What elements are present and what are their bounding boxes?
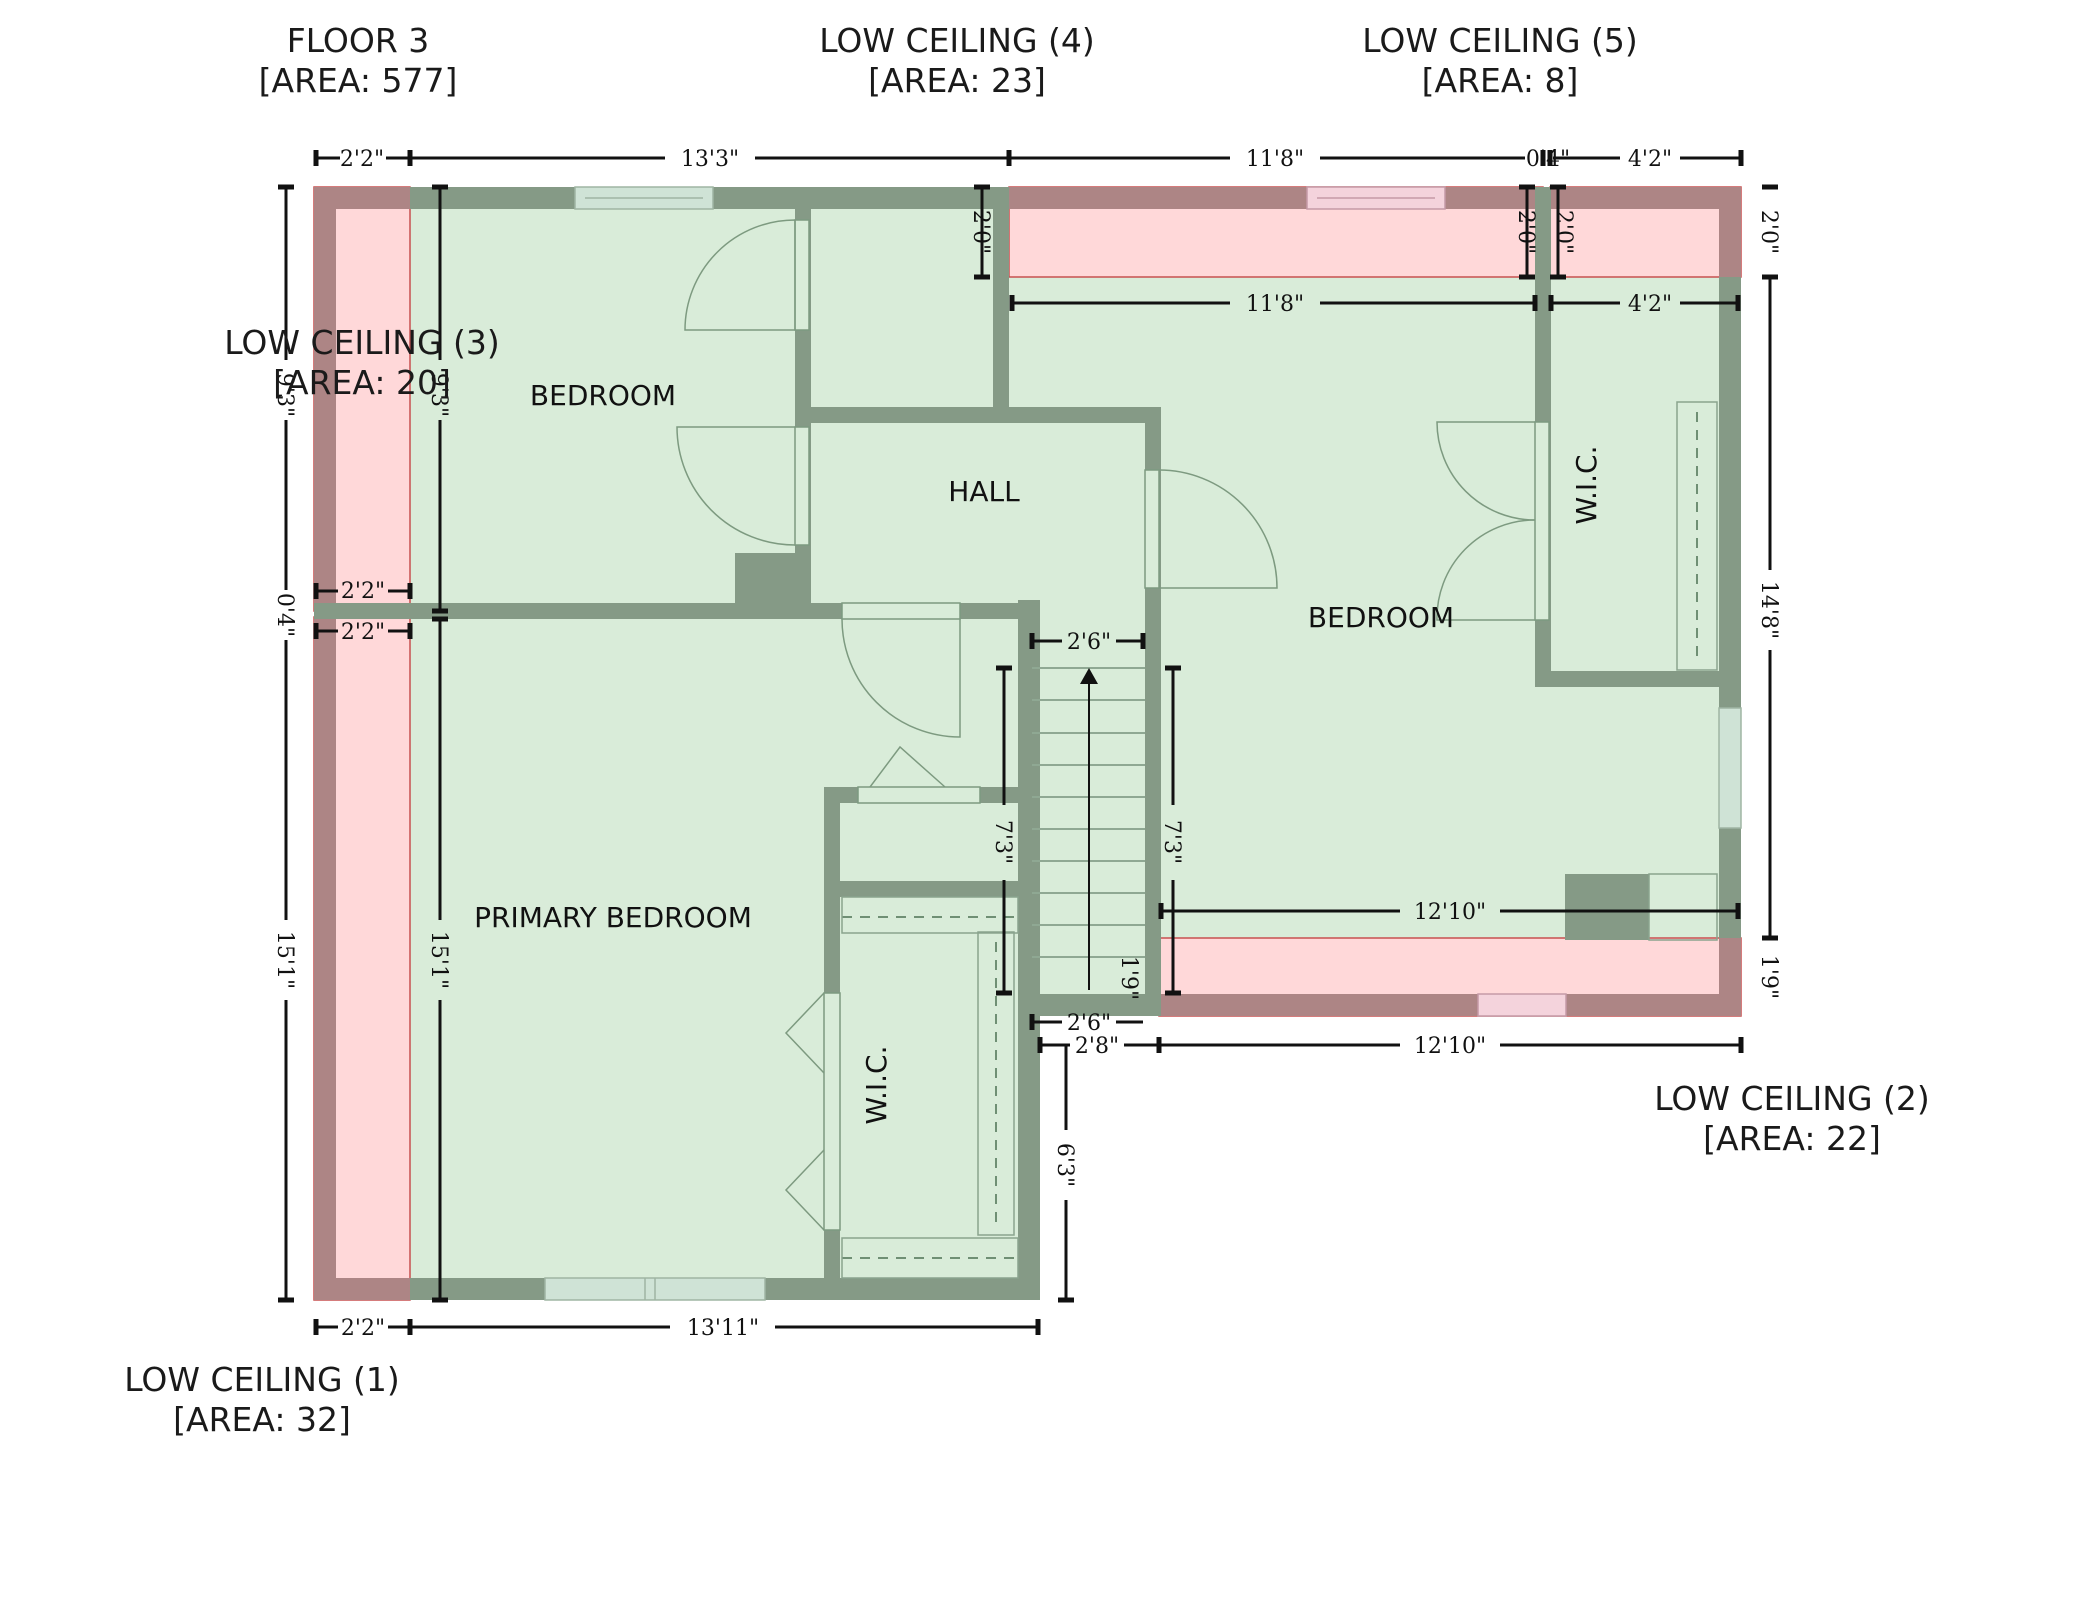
dim-h-2-2-a: 2'2" xyxy=(341,579,385,604)
room-bedroom-right: BEDROOM xyxy=(1308,601,1454,634)
stairs xyxy=(1032,667,1145,990)
dim-stair-7-3-right: 7'3" xyxy=(1159,820,1184,864)
dim-bottom-2-2: 2'2" xyxy=(341,1316,385,1341)
dim-top-2-2: 2'2" xyxy=(340,147,384,172)
dim-right-1-9: 1'9" xyxy=(1756,955,1781,999)
wall-right xyxy=(1719,277,1741,938)
dim-top-13-3: 13'3" xyxy=(681,147,739,172)
low-ceiling-5-title: LOW CEILING (5) xyxy=(1362,21,1638,60)
dim-top-11-8: 11'8" xyxy=(1246,147,1304,172)
floor-area: [AREA: 577] xyxy=(259,61,458,100)
low-ceiling-5-area: [AREA: 8] xyxy=(1422,61,1579,100)
low-ceiling-1-title: LOW CEILING (1) xyxy=(124,1360,400,1399)
area-labels: FLOOR 3 [AREA: 577] LOW CEILING (4) [ARE… xyxy=(124,21,1930,1439)
wall-hall-top xyxy=(795,407,1161,423)
wall-stair-bottom xyxy=(1018,994,1159,1016)
windows xyxy=(544,186,1742,1301)
wall-bottom-low xyxy=(314,1278,410,1300)
closet-shelves xyxy=(841,401,1718,1279)
dim-h-12-10-outer: 12'10" xyxy=(1414,1034,1486,1059)
wall-wic-bottom xyxy=(1535,671,1741,687)
wall-right-block xyxy=(1565,874,1649,940)
wall-left-lower xyxy=(314,617,336,1300)
dim-h-2-2-b: 2'2" xyxy=(341,620,385,645)
window-bottom-right xyxy=(1477,993,1567,1017)
low-ceiling-3-area: [AREA: 20] xyxy=(273,363,451,402)
dim-left-9-3: 9'3" xyxy=(272,373,297,417)
dim-top-0-4: 0'4" xyxy=(1526,147,1570,172)
dim-inner-4-2: 4'2" xyxy=(1628,292,1672,317)
room-labels: BEDROOM HALL BEDROOM W.I.C. PRIMARY BEDR… xyxy=(474,379,1603,1124)
wall-pwic-mid xyxy=(824,881,1029,897)
dim-left-0-4: 0'4" xyxy=(272,593,297,637)
low-ceiling-4-title: LOW CEILING (4) xyxy=(819,21,1095,60)
room-bedroom-left: BEDROOM xyxy=(530,379,676,412)
room-hall: HALL xyxy=(948,475,1020,508)
dim-v-2-0-b: 2'0" xyxy=(1513,210,1538,254)
wall-left-upper xyxy=(314,187,336,611)
dim-inner-15-1: 15'1" xyxy=(426,931,451,989)
wall-right-top-low xyxy=(1719,187,1741,277)
dim-stair-2-6-top: 2'6" xyxy=(1067,630,1111,655)
stair-arrow-icon xyxy=(1080,668,1098,684)
dim-inner-11-8: 11'8" xyxy=(1246,292,1304,317)
room-wic-right: W.I.C. xyxy=(1570,446,1603,525)
dim-stair-1-9: 1'9" xyxy=(1116,956,1141,1000)
dim-h-12-10-inner: 12'10" xyxy=(1414,900,1486,925)
floor-title: FLOOR 3 xyxy=(287,21,430,60)
wall-bottom-right-low xyxy=(1159,994,1741,1016)
dim-v-6-3: 6'3" xyxy=(1052,1143,1077,1187)
wall-top-left-low xyxy=(314,187,410,209)
room-primary-bedroom: PRIMARY BEDROOM xyxy=(474,901,752,934)
low-ceiling-2-title: LOW CEILING (2) xyxy=(1654,1079,1930,1118)
dim-v-2-0-c: 2'0" xyxy=(1551,210,1576,254)
dim-inner-9-3: 9'3" xyxy=(426,373,451,417)
wall-closet-right xyxy=(993,187,1009,409)
dim-top-4-2: 4'2" xyxy=(1628,147,1672,172)
dim-v-2-0-right: 2'0" xyxy=(1756,210,1781,254)
dim-v-2-0-a: 2'0" xyxy=(968,210,993,254)
dim-stair-2-6-bottom: 2'6" xyxy=(1067,1011,1111,1036)
doors xyxy=(676,219,1550,1231)
low-ceiling-1-area: [AREA: 32] xyxy=(173,1400,351,1439)
dim-left-15-1: 15'1" xyxy=(272,931,297,989)
low-ceiling-2-area: [AREA: 22] xyxy=(1703,1119,1881,1158)
dimension-lines xyxy=(278,150,1778,1335)
low-ceiling-3-title: LOW CEILING (3) xyxy=(224,323,500,362)
wall-block xyxy=(735,553,805,611)
room-wic-primary: W.I.C. xyxy=(860,1046,893,1125)
wall-primary-right xyxy=(1018,600,1040,1300)
dimension-texts: 2'2" 13'3" 11'8" 0'4" 4'2" 11'8" 4'2" 2'… xyxy=(272,147,1781,1341)
low-ceiling-4-area: [AREA: 23] xyxy=(868,61,1046,100)
dim-bottom-13-11: 13'11" xyxy=(687,1316,759,1341)
dim-stair-7-3-left: 7'3" xyxy=(990,820,1015,864)
dim-right-14-8: 14'8" xyxy=(1756,581,1781,639)
dim-h-2-8: 2'8" xyxy=(1075,1034,1119,1059)
window-right xyxy=(1718,707,1742,829)
